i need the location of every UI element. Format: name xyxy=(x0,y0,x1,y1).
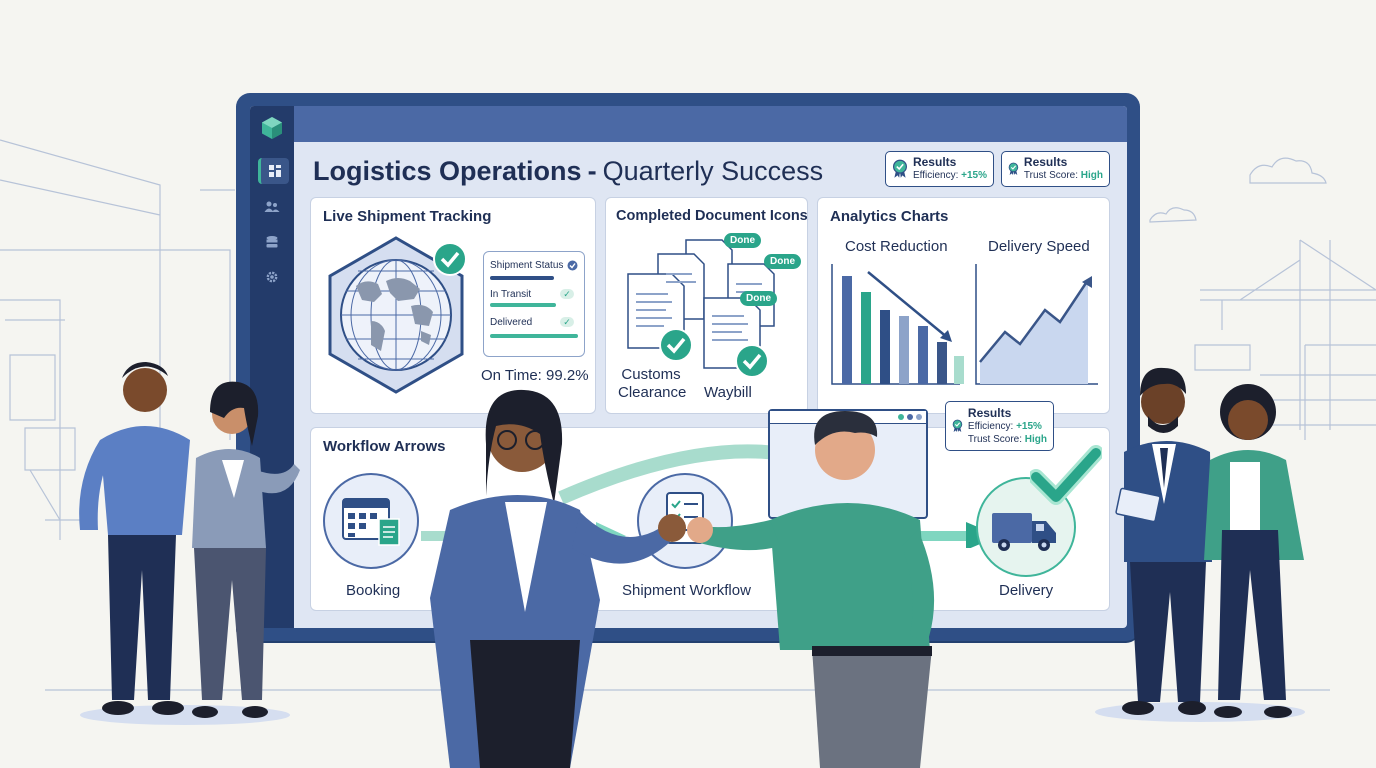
floating-browser-window xyxy=(768,409,928,519)
workflow-step-shipment-icon xyxy=(637,473,733,569)
badge-value: High xyxy=(1024,433,1047,445)
card-title: Analytics Charts xyxy=(830,208,949,225)
badge-key: Trust Score: xyxy=(967,433,1022,445)
window-dot-icon xyxy=(898,414,904,420)
chart-label-cost-reduction: Cost Reduction xyxy=(845,238,948,255)
status-divider xyxy=(490,276,554,280)
status-delivered-label: Delivered xyxy=(490,317,533,328)
globe-icon xyxy=(328,236,464,394)
shipment-status-panel: Shipment Status In Transit ✓ Delivered ✓ xyxy=(483,251,585,357)
sidebar-item-database[interactable] xyxy=(258,229,286,255)
badge-value: High xyxy=(1080,170,1103,181)
sidebar xyxy=(250,106,294,628)
sidebar-item-dashboard[interactable] xyxy=(258,158,289,184)
page-title-separator: - xyxy=(587,156,597,186)
calendar-icon xyxy=(342,498,400,546)
sidebar-item-users[interactable] xyxy=(258,194,286,220)
workflow-step-shipment-label: Shipment Workflow xyxy=(622,582,751,599)
check-circle-icon xyxy=(659,328,693,362)
badge-heading: Results xyxy=(1023,155,1068,169)
on-time-stat: On Time: 99.2% xyxy=(481,367,589,384)
status-in-transit-bar xyxy=(490,303,556,307)
status-in-transit-check: ✓ xyxy=(560,289,574,299)
delivery-truck-icon xyxy=(992,513,1056,551)
card-title: Workflow Arrows xyxy=(323,438,446,455)
doc-label-waybill: Waybill xyxy=(704,384,752,401)
checklist-icon xyxy=(666,492,704,544)
workflow-step-booking-icon xyxy=(323,473,419,569)
dashboard-icon xyxy=(269,165,281,177)
workflow-step-booking-label: Booking xyxy=(346,582,401,599)
app-logo-icon xyxy=(262,117,282,139)
done-badge: Done xyxy=(764,254,801,269)
card-analytics-charts[interactable]: Analytics Charts Cost Reduction Delivery… xyxy=(817,197,1110,414)
check-icon xyxy=(567,260,578,271)
done-badge: Done xyxy=(724,233,761,248)
award-ribbon-icon xyxy=(1008,162,1019,175)
done-badge: Done xyxy=(740,291,777,306)
badge-heading: Results xyxy=(912,155,957,169)
check-circle-icon xyxy=(735,344,769,378)
large-check-icon xyxy=(1030,445,1102,505)
badge-value: +15% xyxy=(961,170,987,181)
card-live-shipment-tracking[interactable]: Live Shipment Tracking Shipment Status I… xyxy=(310,197,596,414)
check-circle-icon xyxy=(433,242,467,276)
page-title-main: Logistics Operations xyxy=(313,156,582,186)
card-completed-documents[interactable]: Completed Document Icons Done Done Done … xyxy=(605,197,808,414)
app-window: Logistics Operations-Quarterly Success R… xyxy=(250,106,1127,628)
sidebar-item-settings[interactable] xyxy=(258,264,286,290)
top-bar xyxy=(294,106,1127,142)
badge-key: Efficiency: xyxy=(967,420,1014,432)
status-delivered-bar xyxy=(490,334,578,338)
window-dot-icon xyxy=(916,414,922,420)
award-ribbon-icon xyxy=(952,419,963,432)
users-icon xyxy=(264,201,280,212)
card-title: Completed Document Icons xyxy=(616,208,808,224)
workflow-step-delivery-icon xyxy=(976,477,1076,577)
badge-heading: Results xyxy=(967,405,1012,420)
status-delivered-check: ✓ xyxy=(560,317,574,327)
status-title: Shipment Status xyxy=(490,260,564,271)
gear-icon xyxy=(266,271,278,283)
page-title: Logistics Operations-Quarterly Success xyxy=(313,156,823,187)
window-dot-icon xyxy=(907,414,913,420)
badge-key: Efficiency: xyxy=(912,170,959,181)
page-title-sub: Quarterly Success xyxy=(602,156,824,186)
workflow-step-delivery-label: Delivery xyxy=(999,582,1054,599)
award-ribbon-icon xyxy=(892,159,907,178)
status-in-transit-label: In Transit xyxy=(490,289,532,300)
chart-label-delivery-speed: Delivery Speed xyxy=(988,238,1090,255)
card-workflow[interactable]: Workflow Arrows Booking Shi xyxy=(310,427,1110,611)
card-title: Live Shipment Tracking xyxy=(323,208,492,225)
badge-value: +15% xyxy=(1016,420,1042,432)
doc-label-customs: Customs Clearance xyxy=(618,366,687,401)
mini-charts xyxy=(831,264,1098,385)
database-icon xyxy=(266,236,278,248)
badge-key: Trust Score: xyxy=(1023,170,1078,181)
